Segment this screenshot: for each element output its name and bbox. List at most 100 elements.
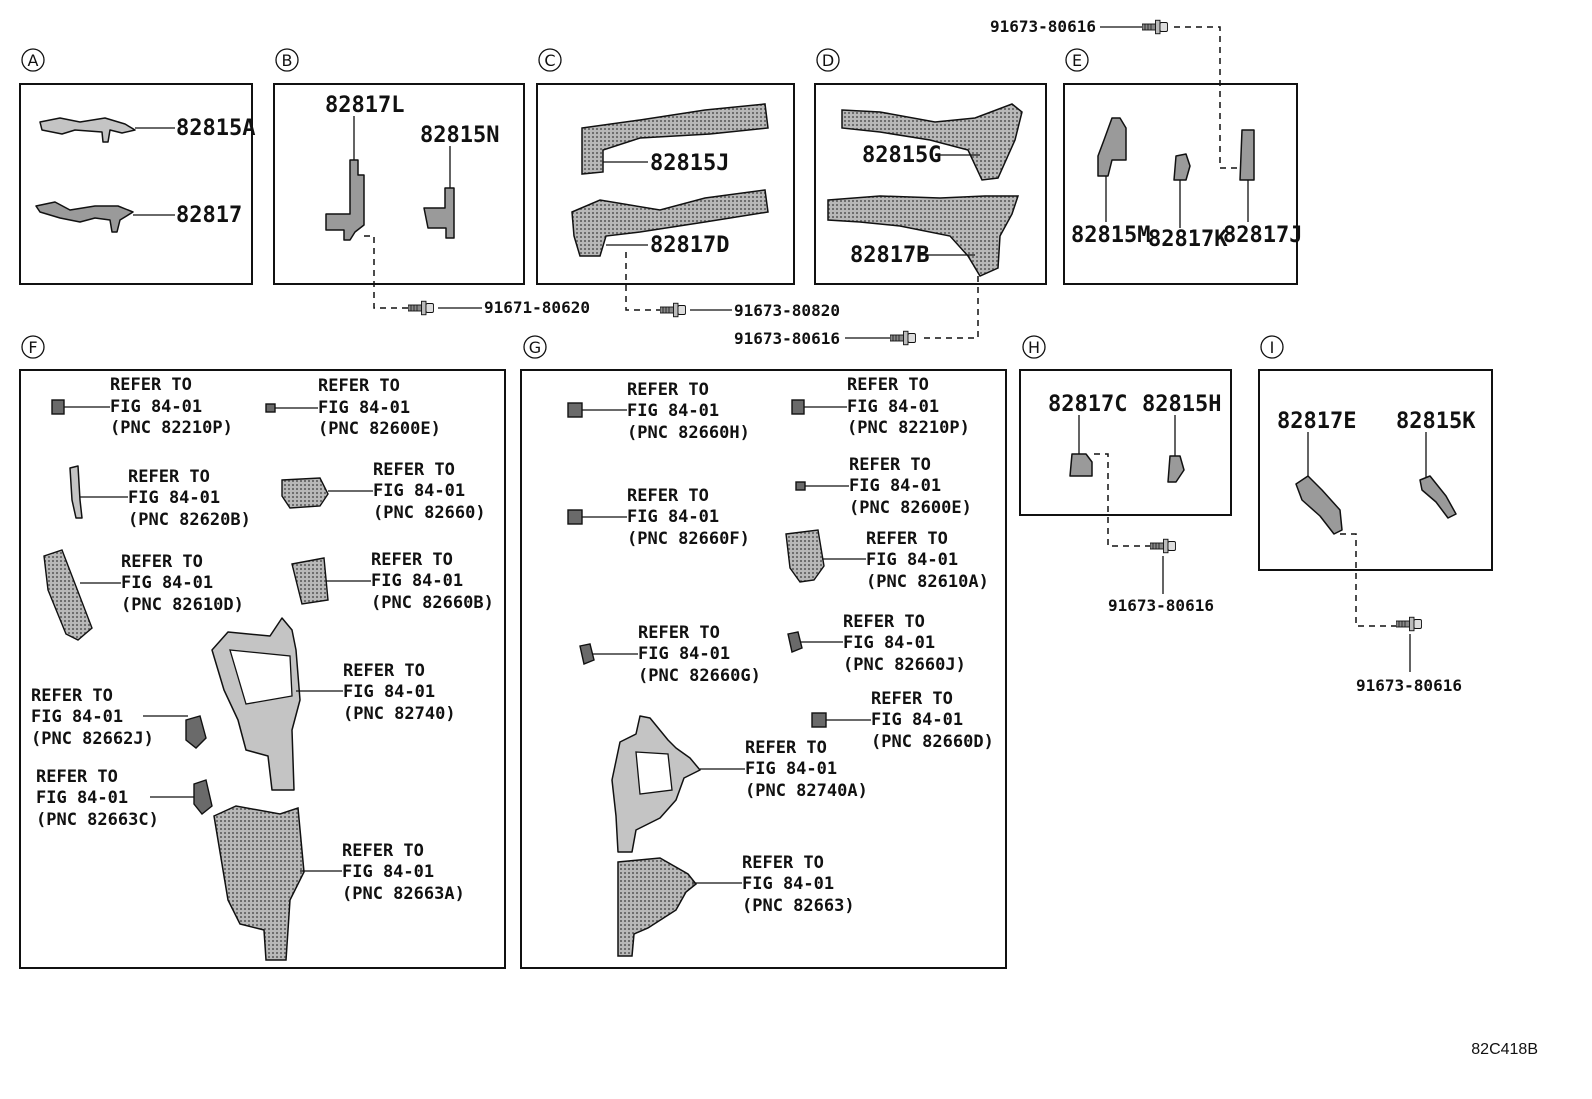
part-label-82817d: 82817D — [650, 233, 729, 258]
relay-cover-drawing — [213, 805, 305, 961]
fastener-label-c: 91673-80820 — [734, 301, 840, 320]
dashed-leader — [625, 252, 662, 311]
part-82817-drawing — [35, 201, 134, 233]
clip-drawing — [185, 715, 207, 749]
part-82815g-drawing — [841, 103, 1023, 181]
part-82817d-drawing — [571, 189, 769, 257]
ref-text-line2: FIG 84-01 — [745, 759, 837, 779]
ref-text-line2: FIG 84-01 — [31, 707, 123, 727]
ref-text-line2: FIG 84-01 — [371, 571, 463, 591]
relay-block-drawing — [281, 477, 329, 509]
section-d-box — [814, 83, 1047, 285]
ref-text-pnc: (PNC 82660) — [373, 503, 486, 523]
ref-text-line2: FIG 84-01 — [871, 710, 963, 730]
relay-drawing — [811, 712, 827, 728]
dashed-leader — [1340, 533, 1398, 627]
section-marker-h — [1022, 335, 1046, 359]
section-marker-b — [275, 48, 299, 72]
ref-text-pnc: (PNC 82660G) — [638, 666, 761, 686]
section-i-box — [1258, 369, 1493, 571]
ref-text-line2: FIG 84-01 — [36, 788, 128, 808]
ref-text-line1: REFER TO — [110, 375, 192, 395]
ref-text-line1: REFER TO — [627, 486, 709, 506]
part-label-82815h: 82815H — [1142, 392, 1221, 417]
part-label-82815n: 82815N — [420, 123, 499, 148]
section-b-fastener: 91671-80620 — [364, 235, 590, 317]
dashed-leader — [1094, 453, 1152, 547]
ref-text-pnc: (PNC 82740) — [343, 704, 456, 724]
fastener-label-i: 91673-80616 — [1356, 676, 1462, 695]
section-i: I 82817E 82815K — [1258, 335, 1493, 571]
section-marker-d — [816, 48, 840, 72]
ref-text-pnc: (PNC 82600E) — [318, 419, 441, 439]
section-letter: H — [1028, 338, 1040, 357]
section-marker-a — [21, 48, 45, 72]
ref-text-line1: REFER TO — [871, 689, 953, 709]
part-label-82815g: 82815G — [862, 143, 941, 168]
bolt-icon — [1150, 538, 1177, 554]
ref-text-pnc: (PNC 82660J) — [843, 655, 966, 675]
section-h-box — [1019, 369, 1232, 516]
diagram-code: 82C418B — [1471, 1041, 1538, 1058]
part-82817c-drawing — [1069, 453, 1093, 477]
section-c-fastener: 91673-80820 — [625, 252, 840, 320]
section-letter: E — [1072, 51, 1082, 70]
ref-text-pnc: (PNC 82660H) — [627, 423, 750, 443]
ref-text-pnc: (PNC 82600E) — [849, 498, 972, 518]
ref-text-line1: REFER TO — [343, 661, 425, 681]
section-f: F REFER TO FIG 84-01 (PNC 82210P) REFER … — [19, 335, 506, 969]
bolt-icon — [1396, 616, 1423, 632]
bolt-icon — [890, 330, 917, 346]
dashed-leader — [1174, 26, 1240, 169]
ref-text-line2: FIG 84-01 — [128, 488, 220, 508]
part-label-82817k: 82817K — [1148, 227, 1228, 252]
section-g-box — [520, 369, 1007, 969]
ref-text-pnc: (PNC 82610A) — [866, 572, 989, 592]
part-82815a-drawing — [39, 117, 136, 143]
section-marker-e — [1065, 48, 1089, 72]
part-label-82817: 82817 — [176, 203, 242, 228]
ref-text-pnc: (PNC 82663) — [742, 896, 855, 916]
dashed-leader — [364, 235, 410, 309]
ref-text-line2: FIG 84-01 — [373, 481, 465, 501]
ref-text-line2: FIG 84-01 — [110, 397, 202, 417]
section-b: B 82817L 82815N — [273, 48, 525, 285]
ref-text-pnc: (PNC 82660F) — [627, 529, 750, 549]
part-82817k-drawing — [1173, 153, 1191, 181]
ref-text-pnc: (PNC 82660D) — [871, 732, 994, 752]
part-label-82815k: 82815K — [1396, 409, 1476, 434]
dashed-leader — [920, 276, 979, 339]
ref-text-line1: REFER TO — [342, 841, 424, 861]
switch-drawing — [69, 465, 83, 519]
ref-text-line1: REFER TO — [745, 738, 827, 758]
part-82817e-drawing — [1295, 475, 1343, 535]
section-letter: G — [529, 338, 541, 357]
part-label-82815a: 82815A — [176, 116, 255, 141]
part-82817j-drawing — [1239, 129, 1255, 181]
part-82815j-drawing — [581, 103, 769, 175]
section-letter: F — [28, 338, 37, 357]
connector-drawing — [51, 399, 65, 415]
part-82817l-drawing — [325, 159, 365, 241]
ref-text-line1: REFER TO — [373, 460, 455, 480]
fastener-label-d: 91673-80616 — [734, 329, 840, 348]
section-g: G REFER TO FIG 84-01 (PNC 82660H) REFER … — [520, 335, 1007, 969]
ref-text-pnc: (PNC 82740A) — [745, 781, 868, 801]
ref-text-line2: FIG 84-01 — [849, 476, 941, 496]
section-c: C 82815J 82817D — [536, 48, 795, 285]
connector-drawing — [795, 481, 806, 491]
section-marker-f — [21, 335, 45, 359]
ref-text-line1: REFER TO — [849, 455, 931, 475]
bolt-icon — [660, 302, 687, 318]
relay-drawing — [567, 402, 583, 418]
ref-text-line2: FIG 84-01 — [318, 398, 410, 418]
ref-text-pnc: (PNC 82660B) — [371, 593, 494, 613]
section-letter: I — [1270, 338, 1275, 357]
connector-drawing — [791, 399, 805, 415]
relay-drawing — [787, 631, 803, 653]
section-letter: D — [822, 51, 834, 70]
part-label-82815j: 82815J — [650, 151, 729, 176]
section-d: D 82815G 82817B — [814, 48, 1047, 285]
section-letter: B — [282, 51, 293, 70]
ref-text-line1: REFER TO — [371, 550, 453, 570]
